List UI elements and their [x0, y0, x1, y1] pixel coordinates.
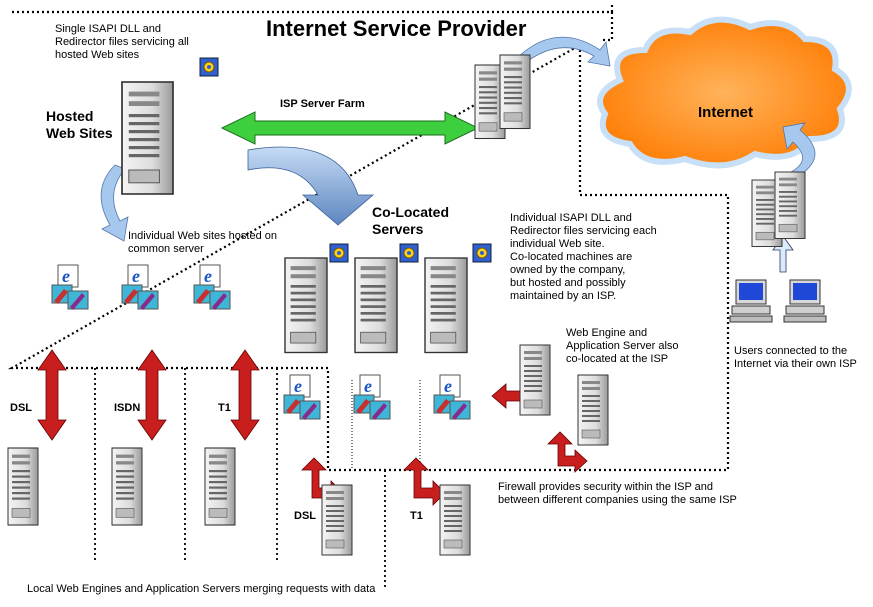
- label-individual-isapi: Individual ISAPI DLL and Redirector file…: [510, 212, 657, 302]
- red-arrow-isdn: [137, 349, 167, 441]
- gear-icon: [329, 243, 349, 263]
- label-t1-bottom: T1: [410, 510, 423, 522]
- label-internet: Internet: [698, 104, 754, 121]
- big-curved-arrow-to-colocated: [247, 146, 375, 226]
- website-icon: [433, 374, 471, 421]
- local-server-t1: [204, 447, 236, 526]
- web-engine-server: [577, 374, 609, 446]
- label-isp-server-farm: ISP Server Farm: [280, 98, 365, 110]
- local-server-dsl: [7, 447, 39, 526]
- red-arrow-bent-t1: [403, 457, 446, 506]
- label-individual-hosted: Individual Web sites hosted on common se…: [128, 230, 277, 255]
- red-arrow-web-engine-lower: [547, 431, 588, 473]
- curved-arrow-to-individual: [100, 164, 129, 242]
- web-engine-server: [519, 344, 551, 416]
- isp-gateway-server: [499, 54, 531, 130]
- page-title: Internet Service Provider: [262, 16, 531, 42]
- website-icon: [353, 374, 391, 421]
- label-colocated-servers: Co-Located Servers: [372, 204, 449, 237]
- user-isp-server: [774, 171, 806, 239]
- local-server-isdn: [111, 447, 143, 526]
- user-computer-icon: [729, 279, 773, 323]
- curved-arrow-to-internet: [514, 36, 611, 67]
- isp-boundary: [7, 5, 730, 472]
- colocated-server: [284, 257, 328, 354]
- website-icon: [121, 264, 159, 311]
- gear-icon: [399, 243, 419, 263]
- curved-arrow-user-to-internet: [782, 122, 816, 176]
- label-hosted-sites: Hosted Web Sites: [46, 108, 113, 141]
- label-isdn: ISDN: [114, 402, 141, 414]
- user-computer-icon: [783, 279, 827, 323]
- label-firewall: Firewall provides security within the IS…: [498, 481, 737, 506]
- isp-server-farm-arrow: [220, 111, 480, 145]
- gear-icon: [472, 243, 492, 263]
- label-web-engine: Web Engine and Application Server also c…: [566, 327, 679, 365]
- label-users: Users connected to the Internet via thei…: [734, 345, 857, 370]
- colocated-server: [354, 257, 398, 354]
- label-dsl: DSL: [10, 402, 32, 414]
- gear-icon: [199, 57, 219, 77]
- red-arrow-t1: [230, 349, 260, 441]
- label-shared-isapi: Single ISAPI DLL and Redirector files se…: [55, 23, 189, 61]
- red-arrow-dsl: [37, 349, 67, 441]
- website-icon: [283, 374, 321, 421]
- label-dsl-bottom: DSL: [294, 510, 316, 522]
- label-t1: T1: [218, 402, 231, 414]
- hosted-server: [121, 81, 174, 195]
- local-server-t1-bottom: [439, 484, 471, 556]
- local-server-dsl-bottom: [321, 484, 353, 556]
- label-local-engines: Local Web Engines and Application Server…: [27, 583, 376, 595]
- website-icon: [193, 264, 231, 311]
- website-icon: [51, 264, 89, 311]
- colocated-server: [424, 257, 468, 354]
